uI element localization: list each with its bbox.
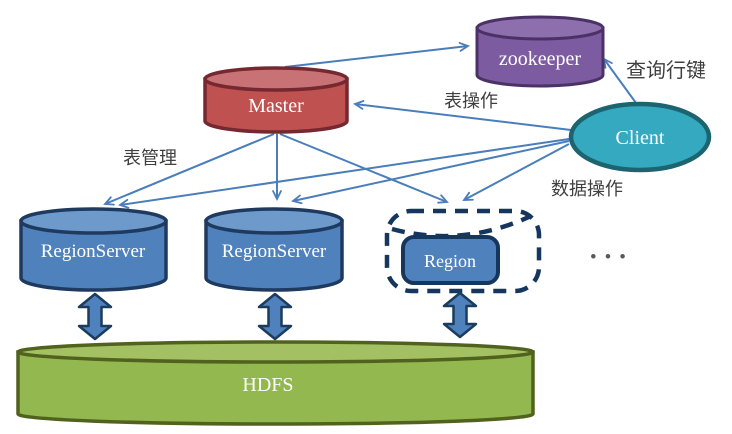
- zookeeper-label: zookeeper: [499, 48, 582, 70]
- edge-master-to-zookeeper: [284, 42, 470, 68]
- client-label: Client: [616, 127, 665, 149]
- edge-client-to-zookeeper: [602, 57, 637, 104]
- edge-client-to-regionserver2: [291, 140, 570, 205]
- node-client: Client: [568, 101, 712, 173]
- label-query-row-key: 查询行键: [626, 59, 706, 82]
- edge-master-to-regionserver1: [103, 133, 275, 206]
- edge-labels: 表操作 查询行键 表管理 数据操作: [123, 59, 706, 199]
- regionserver1-label: RegionServer: [41, 241, 146, 262]
- label-data-ops: 数据操作: [551, 179, 623, 199]
- node-regionserver-2: RegionServer: [204, 207, 344, 292]
- ellipsis-icon: •••: [590, 247, 634, 268]
- node-zookeeper: zookeeper: [475, 15, 605, 88]
- edge-client-to-master: [353, 100, 572, 131]
- node-master: Master: [203, 66, 349, 134]
- edge-client-to-regionserver1: [118, 138, 570, 209]
- master-label: Master: [248, 95, 304, 117]
- hdfs-double-arrows: [77, 291, 478, 341]
- double-arrow-region-hdfs: [442, 291, 478, 339]
- edge-client-to-region: [462, 143, 570, 201]
- double-arrow-regionserver2-hdfs: [257, 292, 293, 341]
- regionserver2-label: RegionServer: [222, 241, 327, 262]
- edge-master-to-region: [279, 133, 449, 204]
- node-region: Region: [401, 235, 500, 285]
- edges: [103, 42, 637, 209]
- region-label: Region: [424, 251, 476, 271]
- node-regionserver-1: RegionServer: [19, 207, 168, 292]
- node-hdfs: HDFS: [16, 340, 535, 426]
- label-table-management: 表管理: [123, 148, 177, 168]
- label-table-ops: 表操作: [444, 91, 498, 111]
- node-region-group: Region: [384, 208, 542, 294]
- hdfs-label: HDFS: [242, 374, 293, 396]
- double-arrow-regionserver1-hdfs: [77, 292, 113, 341]
